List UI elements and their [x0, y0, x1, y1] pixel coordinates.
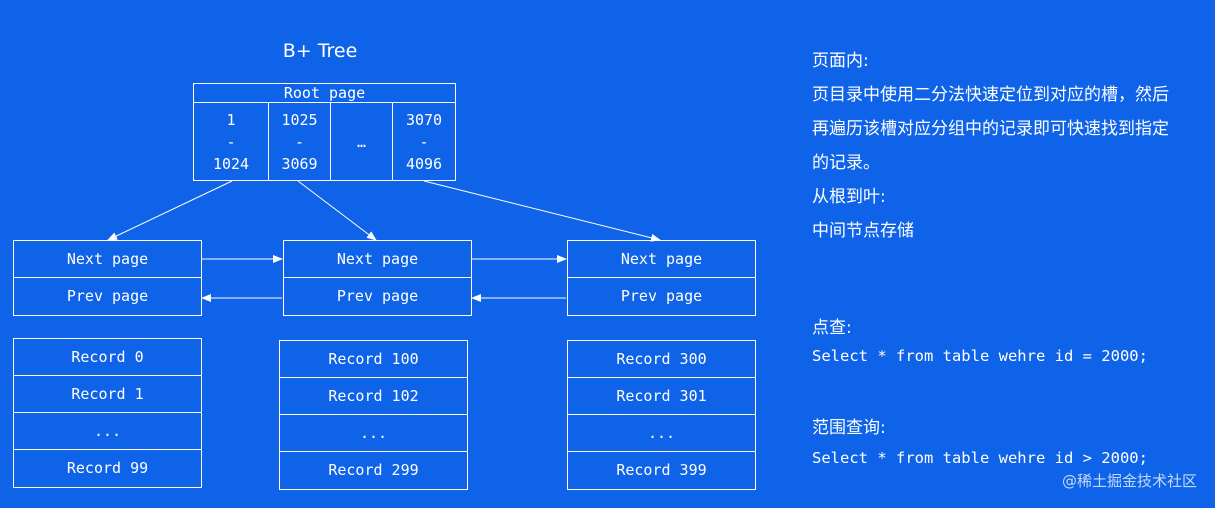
side-notes: 页面内: 页目录中使用二分法快速定位到对应的槽，然后 再遍历该槽对应分组中的记录… [812, 44, 1212, 248]
note-line: 再遍历该槽对应分组中的记录即可快速找到指定 [812, 119, 1169, 139]
range-query-label: 范围查询: [812, 418, 886, 438]
range-dash: - [419, 133, 429, 151]
record-ellipsis: ... [14, 413, 201, 450]
prev-page-cell: Prev page [620, 287, 703, 305]
range-start: 3070 [405, 111, 443, 129]
next-page-cell: Next page [284, 241, 471, 278]
leaf-pointer-node-1: Next page Prev page [13, 240, 202, 316]
root-cell-ellipsis: … [331, 103, 393, 181]
watermark: @稀土掘金技术社区 [1061, 472, 1197, 490]
leaf-pointer-node-3: Next page Prev page [567, 240, 756, 316]
range-end: 3069 [281, 155, 318, 173]
next-page-cell: Next page [568, 241, 755, 278]
diagram-title: B+ Tree [282, 40, 358, 62]
root-to-node1-arrow [107, 180, 233, 241]
range-start: 1025 [281, 111, 318, 129]
range-dash: - [294, 133, 305, 151]
record-cell: Record 1 [14, 376, 201, 413]
note-line: 从根到叶: [812, 187, 886, 207]
record-cell: Record 99 [66, 459, 149, 477]
range-query-sql: Select * from table wehre id > 2000; [812, 449, 1148, 467]
note-line: 的记录。 [812, 153, 880, 173]
ellipsis: … [356, 133, 367, 151]
prev-page-cell: Prev page [66, 287, 149, 305]
root-page: Root page 1 - 1024 1025 - 3069 … 3070 - … [193, 83, 456, 181]
point-query-label: 点查: [812, 318, 852, 338]
record-cell: Record 0 [14, 339, 201, 376]
leaf-pointer-node-2: Next page Prev page [283, 240, 472, 316]
note-line: 页面内: [812, 51, 869, 71]
point-query-sql: Select * from table wehre id = 2000; [812, 347, 1148, 365]
record-cell: Record 399 [616, 461, 707, 479]
record-node-2: Record 100 Record 102 ... Record 299 [279, 340, 468, 490]
record-cell: Record 300 [568, 341, 755, 378]
root-cell-4: 3070 - 4096 [393, 103, 455, 181]
range-dash: - [226, 133, 236, 151]
record-ellipsis: ... [568, 415, 755, 452]
record-node-3: Record 300 Record 301 ... Record 399 [567, 340, 756, 490]
record-node-1: Record 0 Record 1 ... Record 99 [13, 338, 202, 488]
range-end: 1024 [212, 155, 250, 173]
root-to-node3-arrow [423, 180, 661, 242]
range-start: 1 [226, 111, 236, 129]
record-cell: Record 299 [328, 461, 419, 479]
record-cell: Record 100 [280, 341, 467, 378]
note-line: 页目录中使用二分法快速定位到对应的槽，然后 [812, 85, 1169, 105]
root-cell-1: 1 - 1024 [194, 103, 269, 181]
root-to-node2-arrow [297, 180, 377, 241]
record-cell: Record 102 [280, 378, 467, 415]
record-ellipsis: ... [280, 415, 467, 452]
root-page-header: Root page [194, 84, 455, 103]
range-end: 4096 [405, 155, 443, 173]
note-line: 中间节点存储 [812, 221, 914, 241]
prev-page-cell: Prev page [336, 287, 419, 305]
record-cell: Record 301 [568, 378, 755, 415]
next-page-cell: Next page [14, 241, 201, 278]
root-cell-2: 1025 - 3069 [269, 103, 331, 181]
